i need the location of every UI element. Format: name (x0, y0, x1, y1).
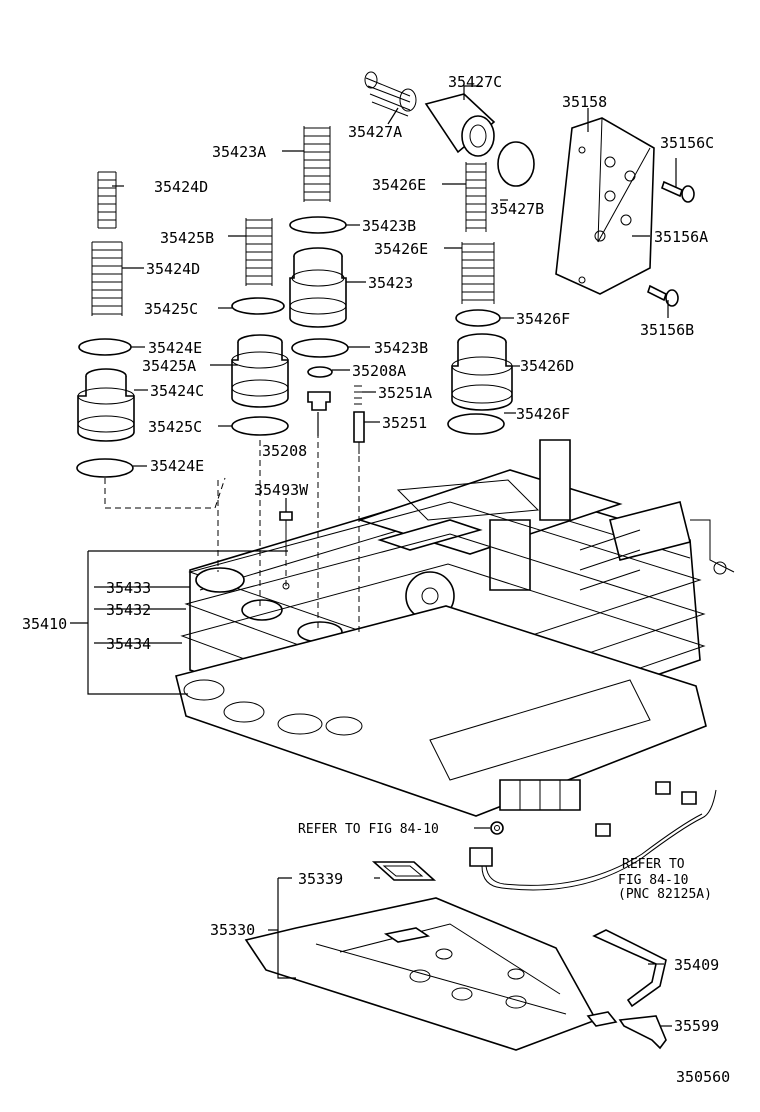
ring-35427b (497, 141, 535, 187)
label-35425a: 35425A (142, 357, 196, 375)
label-35423b-lower: 35423B (374, 339, 428, 357)
ring-35426f-upper (455, 309, 501, 327)
label-35156b: 35156B (640, 321, 694, 339)
label-35423: 35423 (368, 274, 413, 292)
label-35208a: 35208A (352, 362, 406, 380)
label-35330: 35330 (210, 921, 255, 939)
label-35409: 35409 (674, 956, 719, 974)
label-35493w: 35493W (254, 481, 309, 499)
label-35434: 35434 (106, 635, 151, 653)
spring-35426e-upper (465, 162, 487, 232)
label-35423b-upper: 35423B (362, 217, 416, 235)
strainer-35330 (244, 897, 618, 1051)
label-35426e-lower: 35426E (374, 240, 428, 258)
sleeve-35426d (451, 333, 513, 411)
ring-35424e-upper (78, 338, 132, 356)
leader-lines (70, 85, 677, 1027)
label-35424d-lower: 35424D (146, 260, 200, 278)
part-labels: 35427C 35427A 35158 35156C 35423A 35426E… (22, 73, 730, 1086)
label-35425b: 35425B (160, 229, 214, 247)
clip-35409 (592, 929, 667, 1008)
sleeve-35425a (231, 334, 289, 408)
spring-35424d-small (97, 171, 117, 229)
ring-35426f-lower (447, 413, 505, 435)
cover-plate-35158 (555, 117, 655, 295)
label-35426f-lower: 35426F (516, 405, 570, 423)
label-35426d: 35426D (520, 357, 574, 375)
label-35425c-lower: 35425C (148, 418, 202, 436)
sleeve-35424c (77, 368, 135, 442)
label-35423a: 35423A (212, 143, 266, 161)
label-35251: 35251 (382, 414, 427, 432)
label-35156a: 35156A (654, 228, 708, 246)
label-35427c: 35427C (448, 73, 502, 91)
bolt-35493w (279, 511, 293, 550)
label-35424c: 35424C (150, 382, 204, 400)
spring-35426e-lower (461, 242, 495, 304)
label-35432: 35432 (106, 601, 151, 619)
label-35425c-upper: 35425C (144, 300, 198, 318)
plug-35208 (307, 391, 331, 411)
label-pnc-82125a: (PNC 82125A) (618, 887, 712, 902)
label-35156c: 35156C (660, 134, 714, 152)
ring-35208a (307, 366, 333, 378)
spring-35251a (354, 385, 362, 405)
label-refer-fig-84-10: REFER TO FIG 84-10 (298, 822, 439, 837)
label-fig-84-10: FIG 84-10 (618, 873, 688, 888)
label-35339: 35339 (298, 870, 343, 888)
figure-number: 350560 (676, 1068, 730, 1086)
label-35251a: 35251A (378, 384, 432, 402)
ring-35425c-lower (231, 416, 289, 436)
label-35427b: 35427B (490, 200, 544, 218)
lower-valve-body (175, 605, 707, 817)
label-35410: 35410 (22, 615, 67, 633)
ring-35425c-upper (231, 297, 285, 315)
label-35427a: 35427A (348, 123, 402, 141)
wire-harness (469, 781, 717, 891)
piston-35427c (424, 93, 496, 157)
label-refer-to: REFER TO (622, 857, 685, 872)
label-35158: 35158 (562, 93, 607, 111)
gasket-35339 (371, 861, 437, 881)
label-35426f-upper: 35426F (516, 310, 570, 328)
label-35426e-upper: 35426E (372, 176, 426, 194)
ring-35424e-lower (76, 458, 134, 478)
spring-35427a (364, 71, 417, 117)
bolt-35156b (647, 284, 679, 307)
bolt-35156c (661, 180, 695, 203)
label-35208: 35208 (262, 442, 307, 460)
label-35424e-lower: 35424E (150, 457, 204, 475)
label-35424e-upper: 35424E (148, 339, 202, 357)
spring-35423a (303, 126, 331, 202)
spring-35424d-large (91, 241, 123, 316)
label-35433: 35433 (106, 579, 151, 597)
label-35424d-upper: 35424D (154, 178, 208, 196)
sleeve-35423 (289, 247, 347, 328)
label-35599: 35599 (674, 1017, 719, 1035)
ring-35423b-upper (289, 216, 347, 234)
valve-35251 (353, 411, 365, 454)
spring-35425b (245, 218, 273, 286)
dashed-guide-35424 (104, 477, 226, 509)
clip-35599 (618, 1015, 667, 1050)
ring-35423b-lower (291, 338, 349, 358)
reference-marker (490, 821, 504, 835)
